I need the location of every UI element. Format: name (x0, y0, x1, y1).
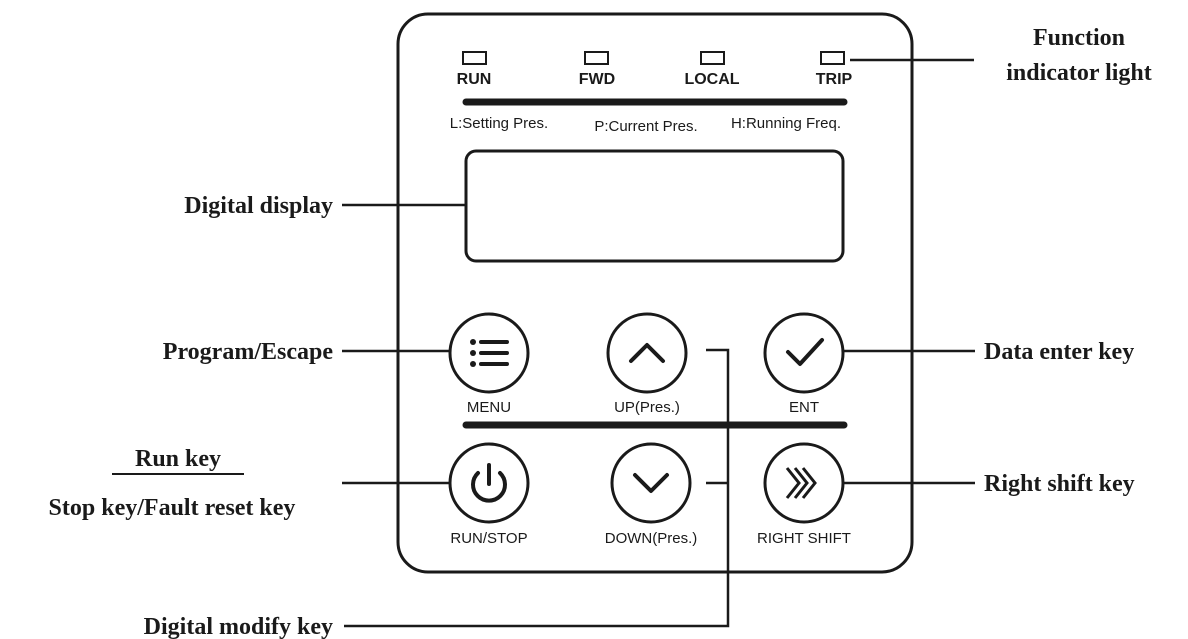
indicator-trip-led (820, 51, 845, 65)
run-stop-key[interactable] (448, 442, 530, 524)
run-stop-key-label: RUN/STOP (450, 530, 527, 547)
chevron-up-icon (629, 343, 665, 363)
callout-program-escape: Program/Escape (163, 339, 334, 365)
up-key-label: UP(Pres.) (614, 399, 680, 416)
indicator-fwd-led (584, 51, 609, 65)
menu-icon (470, 339, 509, 367)
mode-current-pres-label: P:Current Pres. (594, 118, 697, 135)
callout-digital-display: Digital display (184, 193, 333, 219)
callout-right-shift-key: Right shift key (984, 471, 1135, 497)
indicator-fwd-label: FWD (579, 71, 615, 88)
indicator-row: RUN FWD LOCAL TRIP (457, 51, 853, 88)
up-key[interactable] (606, 312, 688, 394)
callout-function-indicator-line2: indicator light (1006, 60, 1152, 86)
ent-key[interactable] (763, 312, 845, 394)
down-key[interactable] (610, 442, 692, 524)
indicator-trip-label: TRIP (816, 71, 853, 88)
digital-display-screen (464, 149, 845, 263)
mode-setting-pres-label: L:Setting Pres. (450, 115, 548, 132)
power-icon (471, 463, 507, 503)
down-key-ring[interactable] (610, 442, 692, 524)
ent-key-label: ENT (789, 399, 819, 416)
ent-key-ring[interactable] (763, 312, 845, 394)
menu-key[interactable] (448, 312, 530, 394)
check-icon (786, 338, 824, 366)
callout-data-enter-key: Data enter key (984, 339, 1134, 365)
right-shift-key-label: RIGHT SHIFT (757, 530, 851, 547)
up-key-ring[interactable] (606, 312, 688, 394)
leader-lines (342, 58, 975, 628)
indicator-run-label: RUN (457, 71, 492, 88)
keypad-panel (396, 12, 914, 574)
right-shift-key[interactable] (763, 442, 845, 524)
right-shift-key-ring[interactable] (763, 442, 845, 524)
indicator-run-led (462, 51, 487, 65)
callout-digital-modify-key: Digital modify key (144, 614, 333, 639)
menu-key-label: MENU (467, 399, 511, 416)
callout-run-key: Run key (135, 446, 221, 472)
mode-running-freq-label: H:Running Freq. (731, 115, 841, 132)
indicator-local-label: LOCAL (684, 71, 739, 88)
leader-digital-modify-up (344, 348, 730, 628)
callout-stop-fault-reset-key: Stop key/Fault reset key (49, 495, 296, 521)
double-chevron-right-icon (785, 467, 817, 499)
down-key-label: DOWN(Pres.) (605, 530, 698, 547)
callout-function-indicator-line1: Function (1033, 25, 1125, 51)
indicator-local-led (700, 51, 725, 65)
chevron-down-icon (633, 473, 669, 493)
